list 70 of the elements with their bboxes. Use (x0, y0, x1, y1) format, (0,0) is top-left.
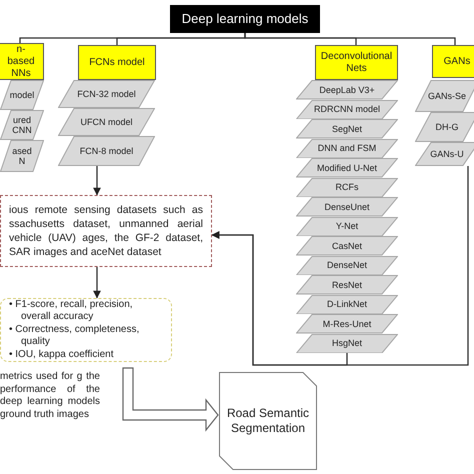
title-box (170, 5, 320, 33)
model-layer (296, 334, 398, 353)
model-layer (296, 275, 398, 294)
model-layer (296, 80, 398, 100)
model-layer (296, 197, 398, 216)
model-label: CasNet (330, 240, 363, 251)
caption-text: metrics used for g the performance of the deep learning models ground truth images (0, 371, 100, 421)
model-layer (296, 256, 398, 275)
bullet-item: • IOU, kappa coefficient (9, 348, 114, 362)
model-label: RDRCNN model (312, 104, 381, 114)
model-layer (296, 178, 398, 197)
model-layer (296, 138, 398, 158)
arrow (93, 267, 101, 298)
model-layer (0, 110, 44, 140)
category-box (0, 43, 44, 80)
model-layer (58, 108, 155, 136)
category-label: Deconvolutional Nets (320, 50, 393, 74)
category-box (315, 45, 398, 80)
block-arrow (122, 367, 219, 432)
model-label: UFCN model (79, 117, 134, 127)
model-layer (415, 112, 474, 142)
model-label: DH-G (434, 122, 460, 132)
model-label: DNN and FSM (316, 143, 378, 154)
model-label: FCN-8 model (78, 146, 134, 156)
model-label: Y-Net (334, 221, 360, 232)
model-layer (0, 80, 44, 110)
category-label: FCNs model (89, 56, 145, 68)
category-label: GANs (444, 56, 470, 68)
category-box (78, 45, 156, 80)
model-layer (296, 314, 398, 334)
model-label: GANs-Se (426, 91, 467, 101)
model-label: GANs-U (429, 149, 465, 159)
model-label: ResNet (330, 280, 363, 290)
model-label: SegNet (330, 124, 364, 134)
model-label: Modified U-Net (316, 162, 378, 173)
model-label: ured CNN (11, 115, 33, 135)
output-label: Road Semantic Segmentation (226, 406, 310, 436)
arrow (212, 166, 469, 366)
arrow (93, 166, 101, 196)
model-layer (0, 140, 44, 172)
bullet-item: • F1-score, recall, precision, overall accuracy (9, 298, 134, 324)
dataset-description: ious remote sensing datasets such as ssachusetts dataset, unmanned aerial vehicle (UAV) ages, the GF-2 dataset, SAR images and aceNet dataset (9, 203, 203, 259)
model-label: DeepLab V3+ (318, 84, 376, 95)
category-label: n-based NNs (6, 44, 36, 80)
model-layer (415, 80, 474, 112)
metrics-box (0, 298, 172, 362)
model-label: RCFs (334, 182, 360, 192)
output-box (219, 372, 317, 470)
model-label: M-Res-Unet (322, 318, 372, 329)
model-label: FCN-32 model (76, 89, 137, 99)
model-layer (296, 158, 398, 178)
model-label: DenseUnet (323, 202, 371, 212)
model-layer (296, 100, 398, 119)
model-layer (296, 294, 398, 314)
model-layer (296, 236, 398, 256)
model-layer (296, 119, 398, 138)
model-layer (58, 80, 155, 108)
model-layer (296, 216, 398, 236)
model-label: D-LinkNet (326, 299, 368, 310)
category-box (432, 45, 474, 78)
model-label: DenseNet (326, 260, 368, 270)
connector-line (244, 33, 456, 45)
model-label: ased N (11, 146, 33, 166)
bullet-item: • Correctness, completeness, quality (9, 324, 140, 349)
model-label: HsgNet (330, 338, 363, 348)
model-layer (415, 142, 474, 166)
model-label: model (8, 90, 36, 100)
dataset-box (0, 195, 212, 267)
model-layer (58, 136, 155, 166)
title-text: Deep learning models (182, 10, 308, 28)
